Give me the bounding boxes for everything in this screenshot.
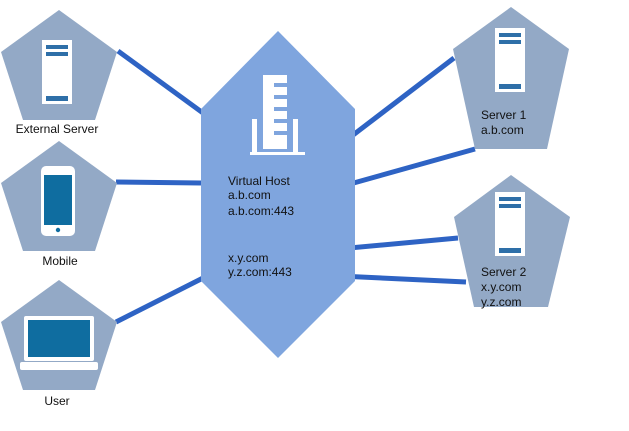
- server-2-host: y.z.com: [481, 295, 522, 309]
- server-1-host: a.b.com: [481, 123, 524, 137]
- server-2-name: Server 2: [481, 265, 527, 279]
- virtual-host-icon: [250, 75, 305, 155]
- external-server-label: External Server: [15, 122, 99, 136]
- server-1-name: Server 1: [481, 108, 527, 122]
- virtual-host-node[interactable]: [201, 31, 355, 358]
- server-icon: [42, 40, 72, 104]
- server-icon: [495, 192, 525, 256]
- server-2-host: x.y.com: [481, 280, 522, 294]
- mobile-label: Mobile: [42, 254, 78, 268]
- host-entry: x.y.com: [228, 251, 269, 265]
- host-entry: a.b.com: [228, 188, 271, 202]
- smartphone-icon: [41, 166, 75, 236]
- server-icon: [495, 28, 525, 92]
- link-user-to-host: [114, 275, 205, 325]
- host-entry: a.b.com:443: [228, 204, 295, 218]
- virtual-host-title: Virtual Host: [228, 174, 290, 188]
- user-label: User: [44, 394, 70, 408]
- link-mobile-to-host: [115, 179, 202, 186]
- link-external-server-to-host: [116, 48, 205, 116]
- host-entry: y.z.com:443: [228, 265, 292, 279]
- laptop-icon: [20, 316, 98, 370]
